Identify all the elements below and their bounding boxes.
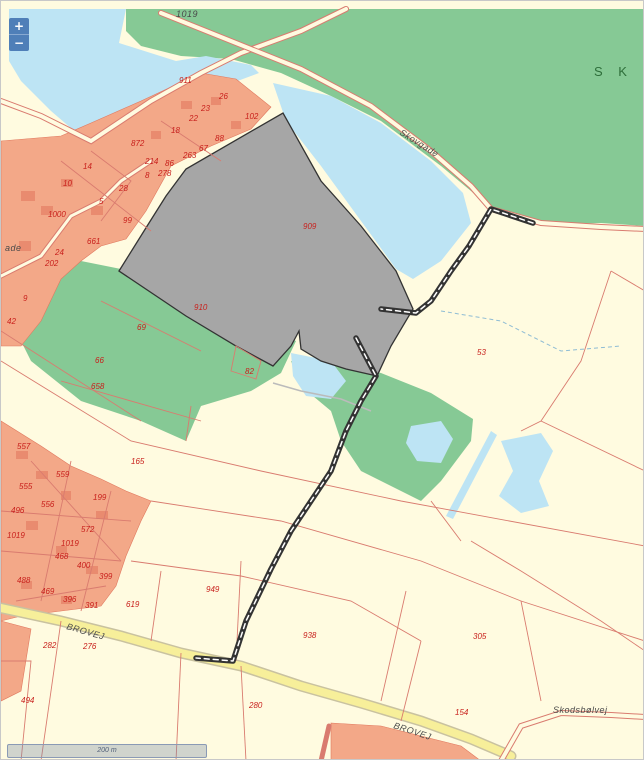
parcel-number-label: 494 xyxy=(21,696,35,705)
scale-bar-label: 200 m xyxy=(97,747,117,754)
parcel-number-label: 66 xyxy=(95,356,104,365)
parcel-number-label: 154 xyxy=(455,708,469,717)
forest-center xyxy=(291,361,473,501)
parcel-number-label: 910 xyxy=(194,303,208,312)
pond-small xyxy=(406,421,453,463)
stream-east xyxy=(446,431,497,519)
parcel-number-label: 949 xyxy=(206,585,220,594)
parcel-number-label: 276 xyxy=(82,642,97,651)
parcel-number-label: 661 xyxy=(87,237,100,246)
zoom-control: + − xyxy=(9,18,29,51)
parcel-number-label: 24 xyxy=(54,248,64,257)
parcel-number-label: 572 xyxy=(81,525,95,534)
parcel-number-label: 280 xyxy=(248,701,263,710)
parcel-number-label: 42 xyxy=(7,317,16,326)
parcel-number-label: 165 xyxy=(131,457,145,466)
parcel-number-label: 9 xyxy=(23,294,28,303)
parcel-boundaries xyxy=(1,120,643,759)
trail-dashed xyxy=(440,310,622,352)
parcel-number-label: 658 xyxy=(91,382,105,391)
lake-main xyxy=(273,83,471,279)
parcel-number-label: 263 xyxy=(182,151,197,160)
parcel-number-label: 391 xyxy=(85,601,98,610)
area-label: S K O xyxy=(594,64,644,79)
parcel-number-label: 911 xyxy=(179,76,192,85)
parcel-number-label: 305 xyxy=(473,632,487,641)
parcel-number-label: 938 xyxy=(303,631,317,640)
parcel-number-label: 556 xyxy=(41,500,55,509)
parcel-number-label: 488 xyxy=(17,576,31,585)
parcel-number-label: 468 xyxy=(55,552,69,561)
parcel-number-label: 1019 xyxy=(61,539,79,548)
parcel-number-label: 214 xyxy=(144,157,159,166)
parcel-number-label: 202 xyxy=(44,259,59,268)
road-skodsbolvej xyxy=(498,709,643,759)
road-south xyxy=(318,723,332,759)
forest-west xyxy=(16,259,296,441)
lake-northwest xyxy=(9,9,259,141)
parcel-number-label: 23 xyxy=(200,104,210,113)
zoom-in-button[interactable]: + xyxy=(13,19,25,33)
parcel-number-label: 199 xyxy=(93,493,107,502)
parcel-number-label: 102 xyxy=(245,112,259,121)
parcel-number-label: 396 xyxy=(63,595,77,604)
scale-bar: 200 m xyxy=(7,744,207,758)
parcel-number-label: 28 xyxy=(118,184,128,193)
road-label-top: 1019 xyxy=(176,9,198,19)
walking-route xyxy=(193,206,536,664)
parcel-number-label: 559 xyxy=(56,470,70,479)
parcel-number-label: 26 xyxy=(218,92,228,101)
parcel-number-label: 69 xyxy=(137,323,146,332)
parcel-number-label: 8 xyxy=(145,171,150,180)
built-area-north xyxy=(1,72,272,347)
zoom-out-button[interactable]: − xyxy=(9,34,29,51)
parcel-number-label: 557 xyxy=(17,442,31,451)
parcel-number-label: 1000 xyxy=(48,210,66,219)
parcel-number-label: 1019 xyxy=(7,531,25,540)
parcel-number-label: 82 xyxy=(245,367,254,376)
parcel-number-label: 88 xyxy=(215,134,224,143)
parcel-number-label: 400 xyxy=(77,561,91,570)
parcel-number-label: 909 xyxy=(303,222,317,231)
parcel-number-label: 496 xyxy=(11,506,25,515)
parcel-number-label: 619 xyxy=(126,600,140,609)
road-label-west-stub: ade xyxy=(5,243,22,253)
selected-parcel-area xyxy=(118,112,414,377)
parcel-number-label: 399 xyxy=(99,572,113,581)
parcel-number-label: 278 xyxy=(157,169,172,178)
parcel-number-label: 53 xyxy=(477,348,486,357)
parcel-number-label: 14 xyxy=(83,162,92,171)
parcel-number-label: 22 xyxy=(188,114,198,123)
parcel-number-label: 67 xyxy=(199,144,208,153)
parcel-number-label: 18 xyxy=(171,126,180,135)
parcel-number-label: 555 xyxy=(19,482,33,491)
parcel-number-label: 86 xyxy=(165,159,174,168)
parcel-number-label: 5 xyxy=(99,197,104,206)
pond-east xyxy=(499,433,553,513)
parcel-number-label: 872 xyxy=(131,139,145,148)
road-label-skodsbolvej: Skodsbølvej xyxy=(553,705,608,715)
parcel-number-label: 99 xyxy=(123,216,132,225)
parcel-number-label: 282 xyxy=(42,641,57,650)
built-area-southeast xyxy=(330,722,479,759)
parcel-number-label: 469 xyxy=(41,587,55,596)
parcel-number-label: 10 xyxy=(63,179,72,188)
